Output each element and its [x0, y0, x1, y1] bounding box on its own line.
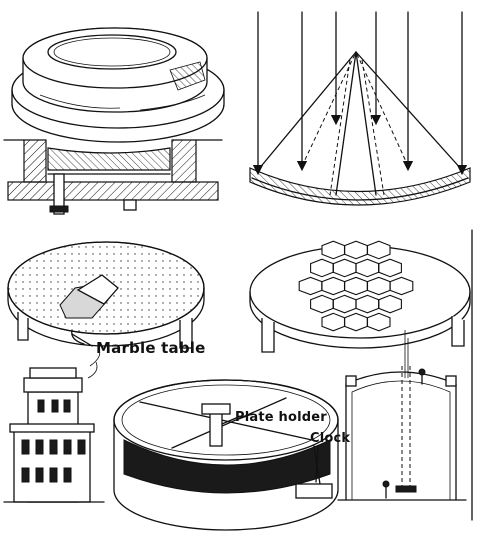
hexagon-segment [344, 240, 368, 260]
plate-holder-label: Plate holder [235, 410, 327, 425]
hexagon-segment [344, 312, 368, 332]
mirror-in-cell [113, 379, 339, 531]
hexagonal-mirror-segments [249, 240, 471, 378]
clock-leader [315, 445, 319, 483]
hexagon-segment [389, 276, 414, 296]
hexagon-segment [310, 294, 334, 314]
grinding-on-table [7, 241, 205, 349]
hexagon-segment [355, 294, 380, 314]
hexagon-segment [378, 294, 402, 314]
hexagon-segment [332, 258, 357, 278]
observatory-section [337, 229, 473, 521]
hexagon-segment [355, 258, 380, 278]
hexagon-segment [310, 258, 334, 278]
hexagon-segment [344, 276, 368, 296]
ray-diagram [249, 11, 471, 206]
hexagon-segment [321, 240, 346, 260]
hexagon-segment [298, 276, 323, 296]
marble-table-leader [71, 333, 93, 347]
marble-table-label: Marble table [96, 339, 206, 357]
mirror-blank-disk [11, 27, 225, 143]
tower-building [3, 347, 105, 503]
hexagon-segment [366, 240, 391, 260]
hexagon-segment [321, 312, 346, 332]
plate-holder-leader [221, 417, 237, 425]
hexagon-segment [366, 312, 391, 332]
clock-label: Clock [310, 431, 351, 446]
hexagon-segment [321, 276, 346, 296]
mirror-cross-section [3, 139, 223, 215]
hexagon-segment [332, 294, 357, 314]
hexagon-segment [366, 276, 391, 296]
hexagon-segment [378, 258, 402, 278]
